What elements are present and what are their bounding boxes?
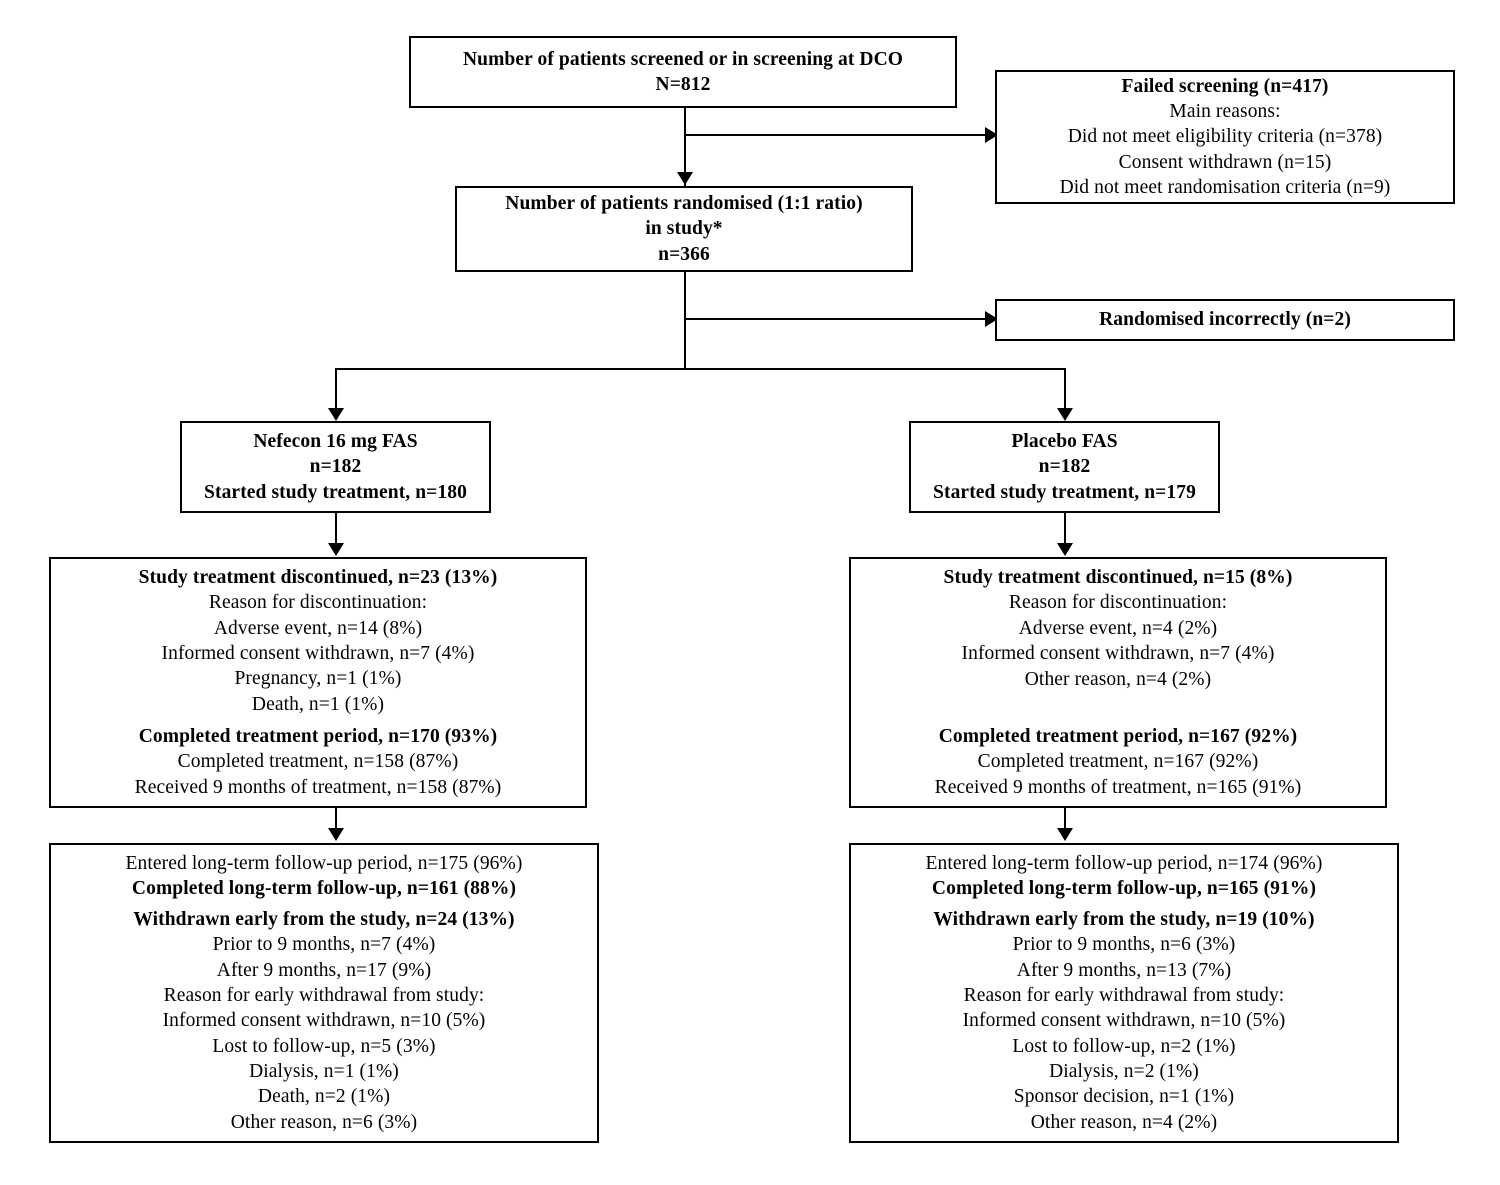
nefecon-followup-line-7: Informed consent withdrawn, n=10 (5%) [162,1010,486,1032]
connector-nefecon-treatment-to-followup [335,808,337,836]
nefecon-treatment-line-2: Adverse event, n=14 (8%) [213,617,423,639]
arrowhead-to-placebo-followup [1057,828,1073,841]
failed-screening-line-2: Did not meet eligibility criteria (n=378… [1067,126,1383,148]
arrowhead-to-placebo-arm [1057,408,1073,421]
nefecon-treatment-line-7: Completed treatment period, n=170 (93%) [138,725,498,747]
nefecon-followup-line-4: Prior to 9 months, n=7 (4%) [212,934,436,956]
connector-split-bar [335,368,1066,370]
screened-line-1: N=812 [655,74,711,95]
nefecon-followup-line-8: Lost to follow-up, n=5 (3%) [212,1035,436,1057]
placebo-followup-line-10: Sponsor decision, n=1 (1%) [1013,1086,1235,1108]
placebo-treatment-line-6: Completed treatment period, n=167 (92%) [938,725,1298,747]
nefecon-followup-line-11: Other reason, n=6 (3%) [230,1111,418,1133]
arrowhead-to-randomised-incorrectly [985,311,998,327]
nefecon-arm-line-2: Started study treatment, n=180 [204,481,467,503]
arrowhead-to-nefecon-treatment [328,543,344,556]
nefecon-followup-line-9: Dialysis, n=1 (1%) [249,1060,399,1082]
connector-placebo-arm-to-treatment [1064,513,1066,549]
connector-split-right-drop [1064,368,1066,414]
placebo-treatment-line-0: Study treatment discontinued, n=15 (8%) [943,567,1293,589]
placebo-treatment-line-4: Other reason, n=4 (2%) [1024,668,1212,690]
nefecon-treatment-line-3: Informed consent withdrawn, n=7 (4%) [161,643,475,665]
connector-split-left-drop [335,368,337,414]
randomised-line-2: n=366 [658,243,710,265]
arrowhead-to-randomised [677,172,693,185]
nefecon-followup-line-10: Death, n=2 (1%) [257,1086,391,1108]
connector-placebo-treatment-to-followup [1064,808,1066,836]
placebo-followup-line-9: Dialysis, n=2 (1%) [1049,1060,1199,1082]
nefecon-treatment-line-1: Reason for discontinuation: [208,592,428,614]
screened-line-0: Number of patients screened or in screen… [462,48,904,70]
arrowhead-to-placebo-treatment [1057,543,1073,556]
nefecon-followup-line-0: Entered long-term follow-up period, n=17… [125,853,523,874]
nefecon-treatment-line-4: Pregnancy, n=1 (1%) [234,668,402,690]
nefecon-treatment-line-8: Completed treatment, n=158 (87%) [177,751,459,773]
failed-screening-line-1: Main reasons: [1169,100,1281,122]
placebo-followup-line-0: Entered long-term follow-up period, n=17… [925,853,1323,874]
randomised-line-0: Number of patients randomised (1:1 ratio… [505,192,863,214]
failed-screening-line-4: Did not meet randomisation criteria (n=9… [1059,177,1391,199]
connector-randomised-to-incorrect [684,318,989,320]
nefecon-arm-line-0: Nefecon 16 mg FAS [253,430,418,452]
randomised-line-1: in study* [645,218,723,240]
placebo-followup-line-1: Completed long-term follow-up, n=165 (91… [931,878,1317,900]
placebo-followup-line-11: Other reason, n=4 (2%) [1030,1111,1218,1133]
arrowhead-to-nefecon-followup [328,828,344,841]
randomised-incorrectly-box: Randomised incorrectly (n=2) [995,299,1455,341]
placebo-treatment-line-3: Informed consent withdrawn, n=7 (4%) [961,643,1275,665]
placebo-followup-line-5: After 9 months, n=13 (7%) [1016,959,1232,981]
placebo-treatment-line-8: Received 9 months of treatment, n=165 (9… [934,776,1302,798]
nefecon-followup-line-3: Withdrawn early from the study, n=24 (13… [133,908,515,930]
nefecon-followup-outcome-box: Entered long-term follow-up period, n=17… [49,843,599,1143]
nefecon-treatment-line-5: Death, n=1 (1%) [251,693,385,715]
randomised-incorrectly-line-0: Randomised incorrectly (n=2) [1099,309,1351,331]
placebo-followup-outcome-box: Entered long-term follow-up period, n=17… [849,843,1399,1143]
nefecon-arm-line-1: n=182 [309,456,362,478]
connector-nefecon-arm-to-treatment [335,513,337,549]
placebo-followup-line-8: Lost to follow-up, n=2 (1%) [1012,1035,1236,1057]
nefecon-treatment-line-9: Received 9 months of treatment, n=158 (8… [134,776,502,798]
failed-screening-line-3: Consent withdrawn (n=15) [1118,151,1332,173]
connector-screened-stem [684,108,686,186]
nefecon-followup-line-6: Reason for early withdrawal from study: [163,984,485,1006]
placebo-arm-line-1: n=182 [1038,456,1091,478]
placebo-arm-line-2: Started study treatment, n=179 [933,481,1196,503]
placebo-treatment-line-7: Completed treatment, n=167 (92%) [977,751,1259,773]
nefecon-followup-line-1: Completed long-term follow-up, n=161 (88… [131,878,517,900]
placebo-arm-line-0: Placebo FAS [1011,430,1118,452]
connector-screened-to-failed-screening [684,134,989,136]
connector-randomised-stem [684,272,686,370]
nefecon-treatment-outcome-box: Study treatment discontinued, n=23 (13%)… [49,557,587,808]
failed-screening-line-0: Failed screening (n=417) [1121,75,1329,97]
arrowhead-to-failed-screening [985,127,998,143]
placebo-treatment-line-2: Adverse event, n=4 (2%) [1018,617,1218,639]
randomised-box: Number of patients randomised (1:1 ratio… [455,186,913,272]
placebo-followup-line-4: Prior to 9 months, n=6 (3%) [1012,934,1236,956]
screened-box: Number of patients screened or in screen… [409,36,957,108]
nefecon-followup-line-5: After 9 months, n=17 (9%) [216,959,432,981]
nefecon-arm-box: Nefecon 16 mg FAS n=182 Started study tr… [180,421,491,513]
placebo-followup-line-6: Reason for early withdrawal from study: [963,984,1285,1006]
placebo-treatment-outcome-box: Study treatment discontinued, n=15 (8%) … [849,557,1387,808]
nefecon-treatment-line-0: Study treatment discontinued, n=23 (13%) [138,567,498,588]
arrowhead-to-nefecon-arm [328,408,344,421]
placebo-treatment-line-1: Reason for discontinuation: [1008,592,1228,614]
placebo-followup-line-3: Withdrawn early from the study, n=19 (10… [933,908,1315,930]
placebo-arm-box: Placebo FAS n=182 Started study treatmen… [909,421,1220,513]
failed-screening-box: Failed screening (n=417) Main reasons: D… [995,70,1455,204]
placebo-followup-line-7: Informed consent withdrawn, n=10 (5%) [962,1010,1286,1032]
